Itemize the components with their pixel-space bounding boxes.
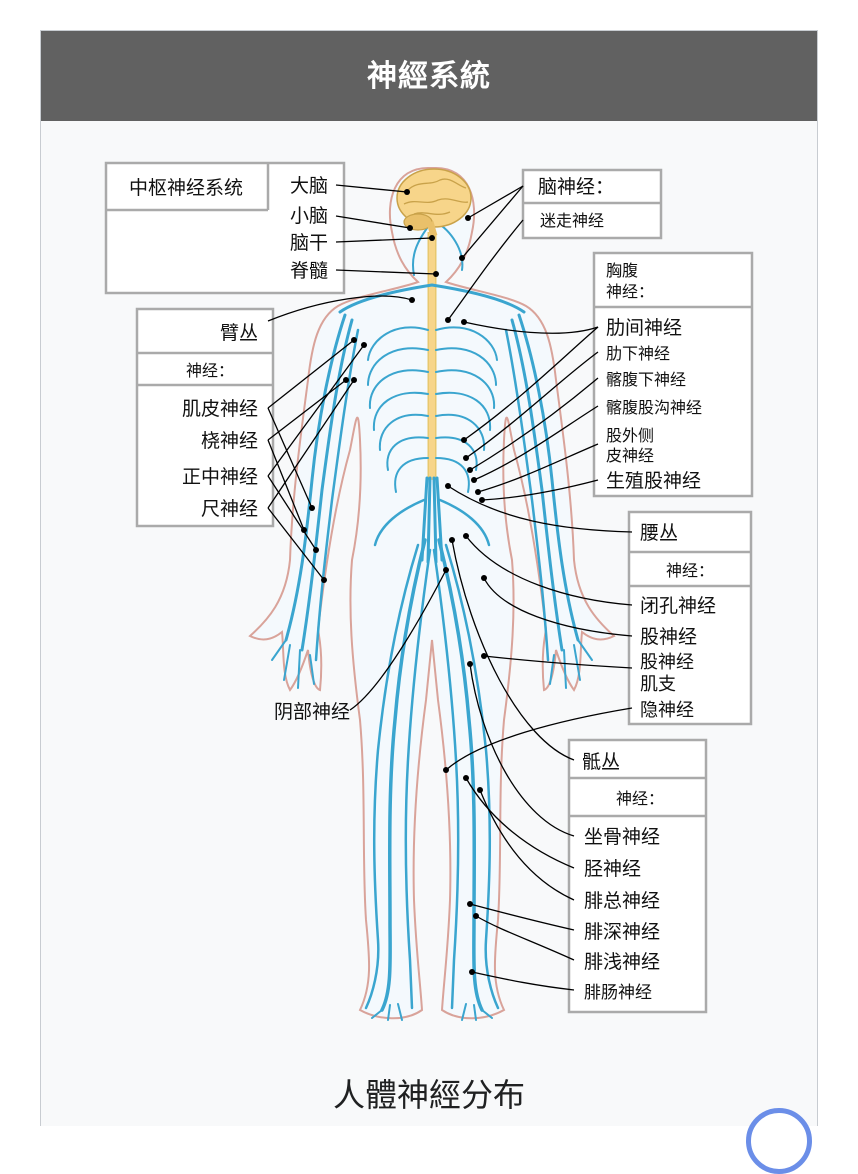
label-central-nervous-system: 中枢神经系统	[129, 177, 243, 199]
infobox-title: 神經系統	[41, 31, 817, 121]
label-vagus-nerve: 迷走神经	[540, 211, 604, 230]
label-common-peroneal-nerve: 腓总神经	[584, 890, 660, 912]
label-subcostal-nerve: 肋下神经	[606, 344, 670, 363]
label-boxes	[104, 161, 754, 1014]
label-sural-nerve: 腓肠神经	[584, 983, 652, 1003]
nerve-network	[271, 221, 593, 1021]
label-femoral-nerve: 股神经	[640, 626, 697, 648]
label-brainstem: 脑干	[290, 232, 328, 254]
label-lateral-femoral-2: 皮神经	[606, 446, 654, 465]
label-superficial-peroneal-nerve: 腓浅神经	[584, 951, 660, 973]
label-ulnar-nerve: 尺神经	[201, 498, 258, 520]
label-intercostal-nerves: 肋间神经	[606, 317, 682, 339]
leader-lines	[267, 184, 633, 991]
label-deep-peroneal-nerve: 腓深神经	[584, 921, 660, 943]
label-radial-nerve: 桡神经	[201, 430, 258, 452]
label-lumbar-plexus: 腰丛	[640, 522, 678, 544]
diagram-caption: 人體神經分布	[332, 1076, 525, 1114]
label-sacral-plexus: 骶丛	[582, 751, 620, 773]
label-spinal-cord: 脊髓	[290, 260, 328, 282]
label-musculocutaneous-nerve: 肌皮神经	[182, 398, 258, 420]
label-median-nerve: 正中神经	[182, 466, 258, 488]
label-sacral-nerves-heading: 神经：	[616, 789, 664, 808]
label-thoracoabdominal-1: 胸腹	[606, 261, 638, 280]
label-obturator-nerve: 闭孔神经	[640, 595, 716, 617]
label-cranial-nerves: 脑神经：	[538, 176, 614, 198]
nervous-system-diagram: 中枢神经系统 大脑 小脑 脑干 脊髓 脑神经： 迷走神经 臂丛 神经： 肌皮神经…	[104, 161, 754, 1021]
label-brain: 大脑	[290, 175, 328, 197]
label-cerebellum: 小脑	[290, 205, 328, 227]
label-saphenous-nerve: 隐神经	[640, 700, 694, 721]
label-lumbar-nerves-heading: 神经：	[666, 561, 714, 580]
label-sciatic-nerve: 坐骨神经	[584, 826, 660, 848]
label-brachial-nerves-heading: 神经：	[186, 361, 234, 380]
label-text: 中枢神经系统 大脑 小脑 脑干 脊髓 脑神经： 迷走神经 臂丛 神经： 肌皮神经…	[129, 175, 716, 1003]
label-pudendal-nerve: 阴部神经	[274, 701, 350, 723]
body-silhouette	[248, 167, 616, 1020]
label-genitofemoral-nerve: 生殖股神经	[606, 470, 701, 492]
floating-action-button[interactable]	[746, 1108, 812, 1174]
label-iliohypogastric-nerve: 髂腹下神经	[606, 370, 686, 389]
label-ilioinguinal-nerve: 髂腹股沟神经	[606, 398, 702, 417]
label-thoracoabdominal-2: 神经：	[606, 282, 654, 301]
label-brachial-plexus: 臂丛	[220, 322, 258, 344]
label-tibial-nerve: 胫神经	[584, 858, 641, 880]
label-muscular-branch-2: 肌支	[640, 674, 676, 695]
label-muscular-branch-1: 股神经	[640, 652, 694, 673]
label-lateral-femoral-1: 股外侧	[606, 426, 654, 445]
